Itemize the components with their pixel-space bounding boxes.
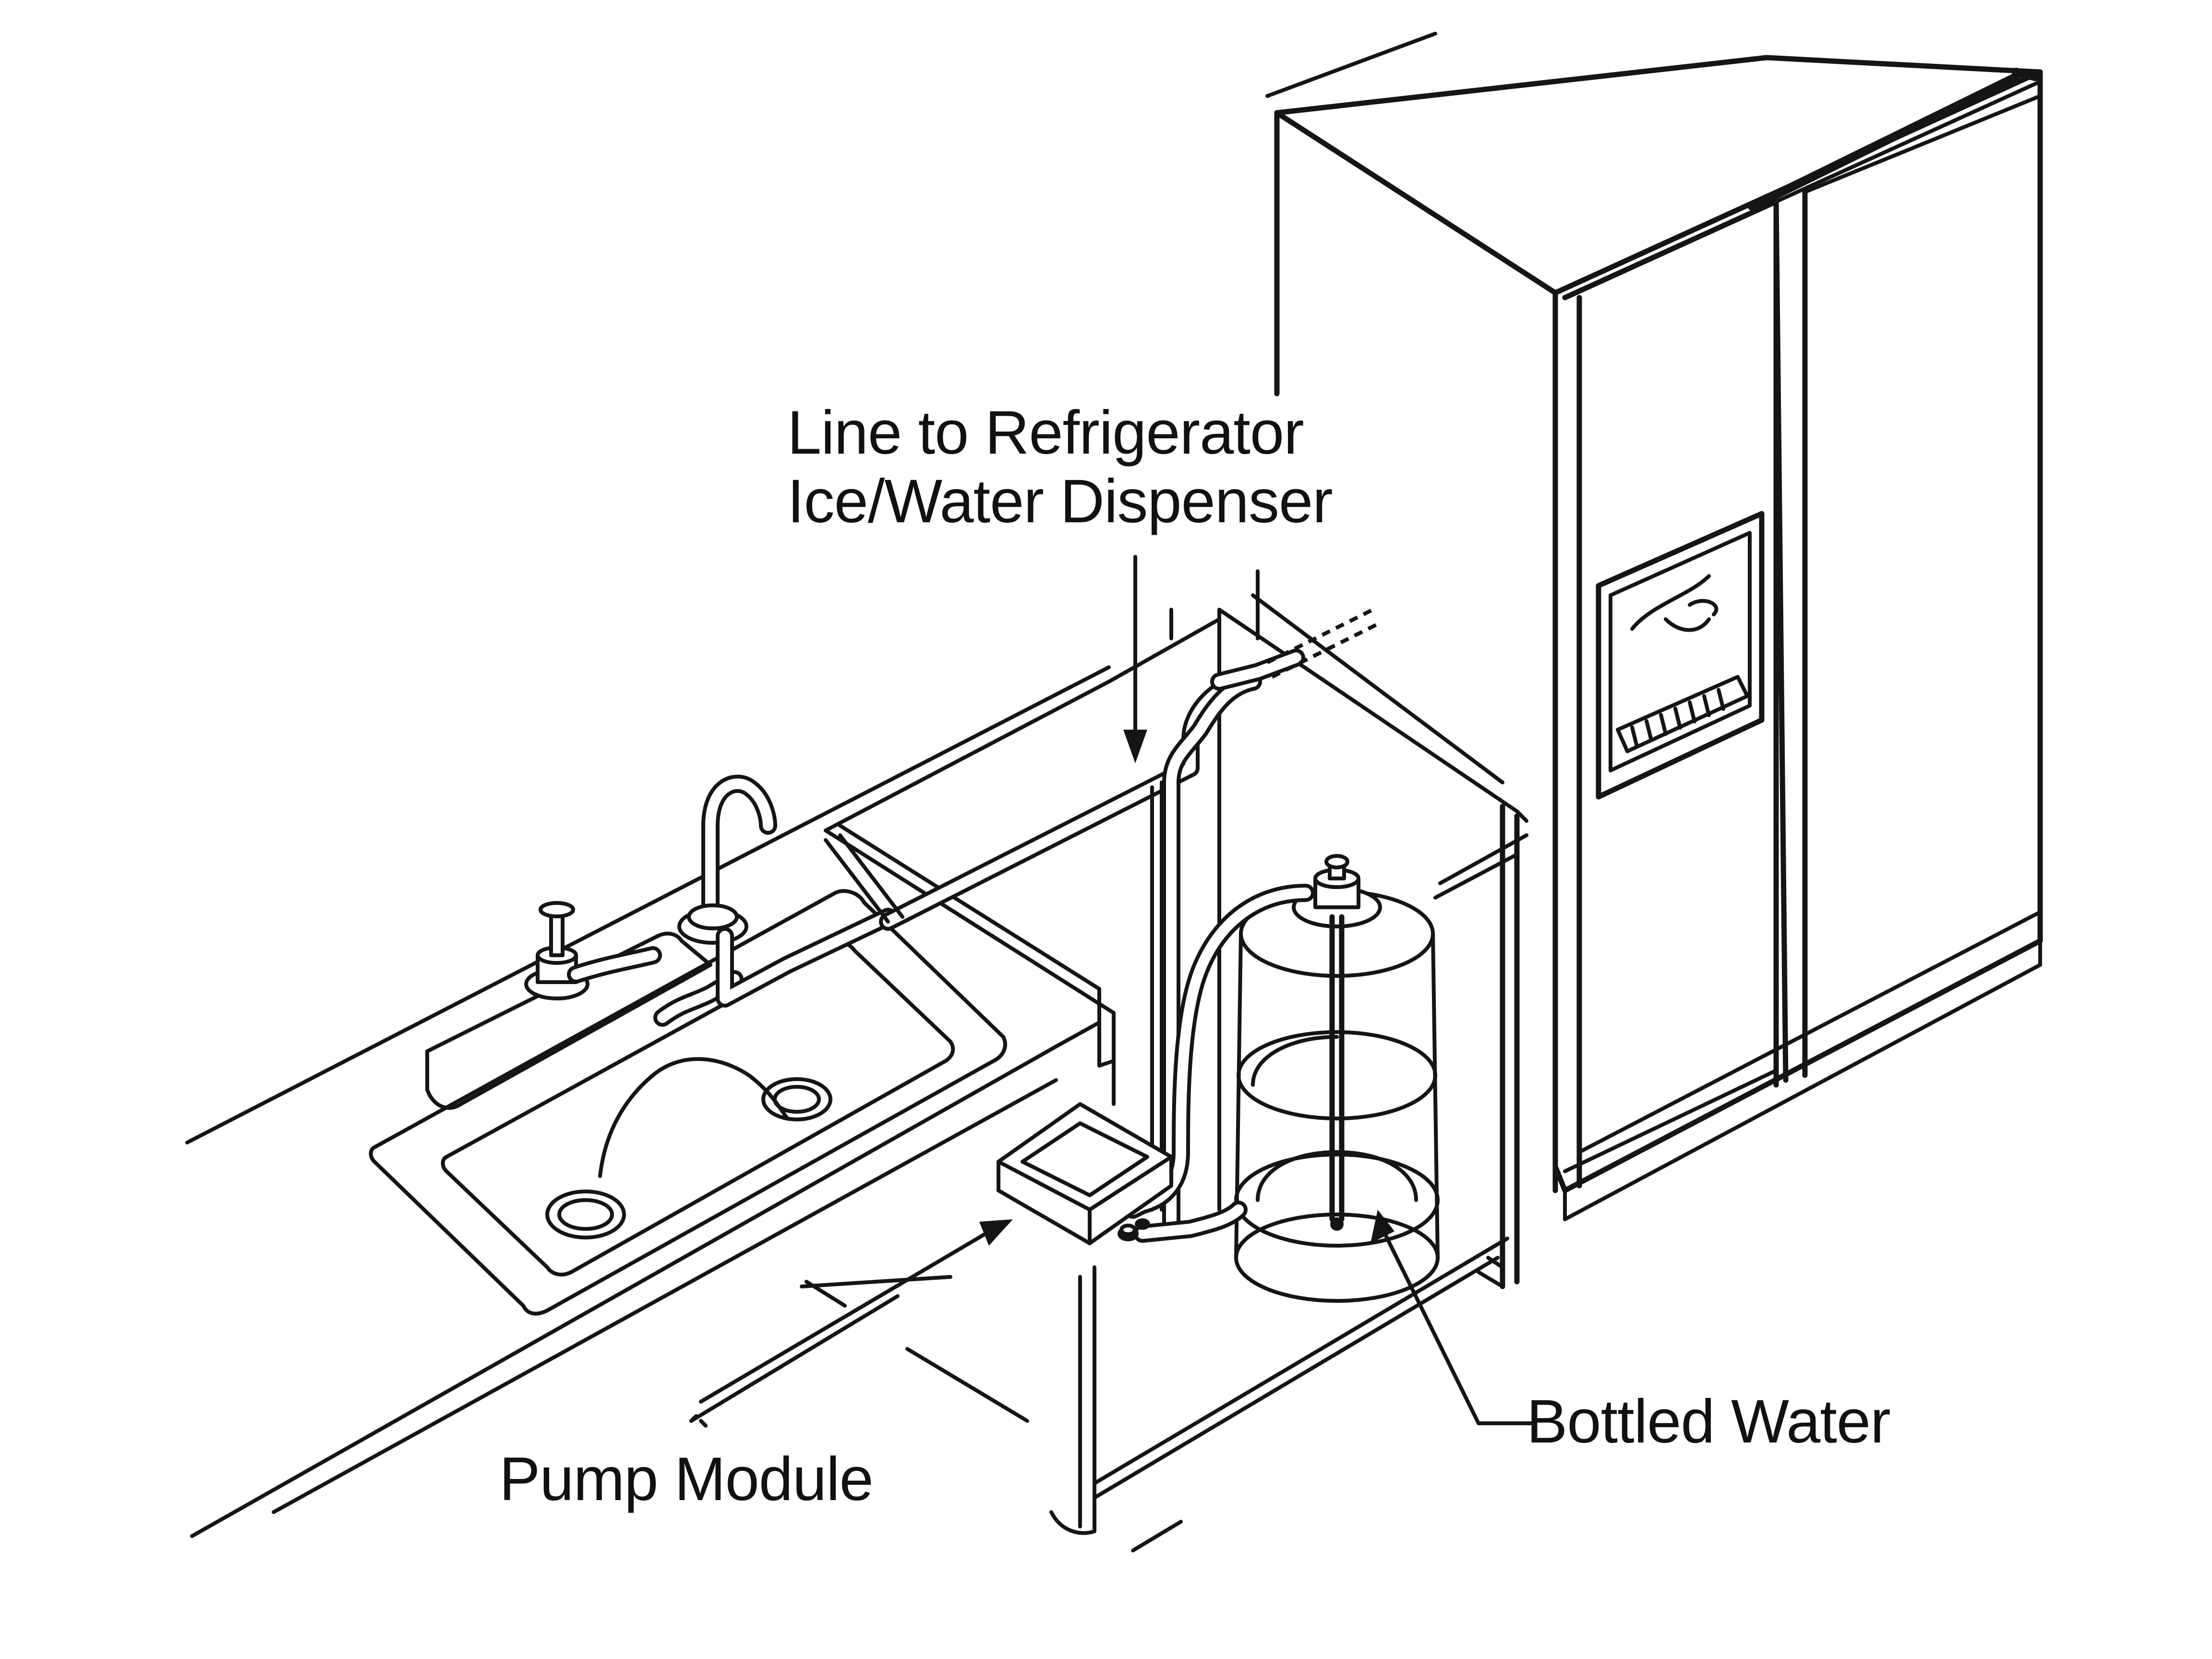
pump-module-label: Pump Module xyxy=(499,1445,874,1514)
pump-module xyxy=(997,1102,1173,1245)
bottled-water-arrow xyxy=(1381,1227,1533,1425)
refrigerator-line-label-line1: Line to Refrigerator xyxy=(787,398,1304,467)
main-drain xyxy=(545,1190,626,1239)
callout-arrows xyxy=(699,555,1533,1425)
refrigerator-line-label-line2: Ice/Water Dispenser xyxy=(787,467,1333,536)
drip-tray-grille xyxy=(1630,688,1725,748)
countertop xyxy=(185,569,1528,1552)
refrigerator xyxy=(1265,32,2043,1221)
second-drain xyxy=(761,1077,832,1121)
sink xyxy=(369,889,1007,1316)
refrigerator-water-line xyxy=(1112,608,1379,1238)
pump-module-arrow xyxy=(699,1227,996,1404)
bottled-water-label: Bottled Water xyxy=(1527,1387,1891,1456)
refrigerator-line-label: Line to Refrigerator Ice/Water Dispenser xyxy=(787,398,1333,536)
